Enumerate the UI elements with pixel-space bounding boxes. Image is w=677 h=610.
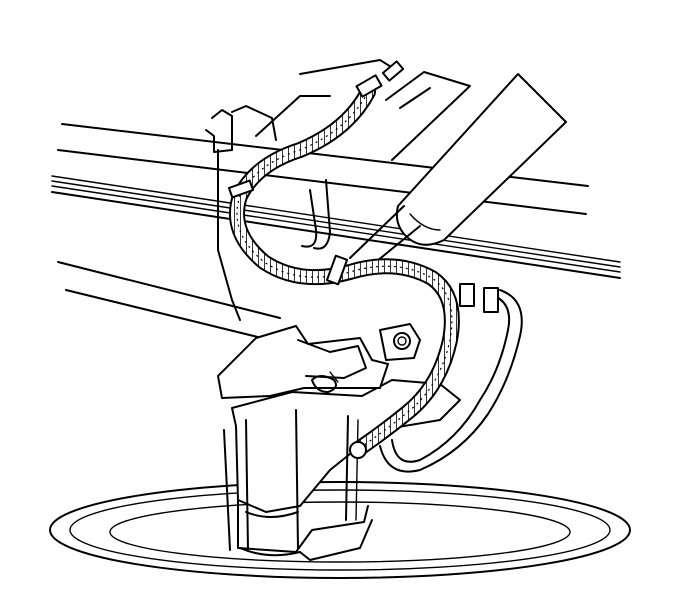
harness-clips bbox=[227, 60, 475, 459]
module-flange bbox=[217, 325, 389, 399]
mounting-bracket bbox=[205, 105, 277, 321]
filler-tube bbox=[349, 73, 567, 271]
wiring-harness bbox=[229, 84, 460, 456]
reservoir-base bbox=[239, 519, 373, 561]
electrical-connector bbox=[379, 323, 421, 361]
tank-opening-rings bbox=[49, 481, 631, 579]
frame-rails bbox=[51, 123, 621, 341]
fuel-hose bbox=[379, 287, 523, 473]
